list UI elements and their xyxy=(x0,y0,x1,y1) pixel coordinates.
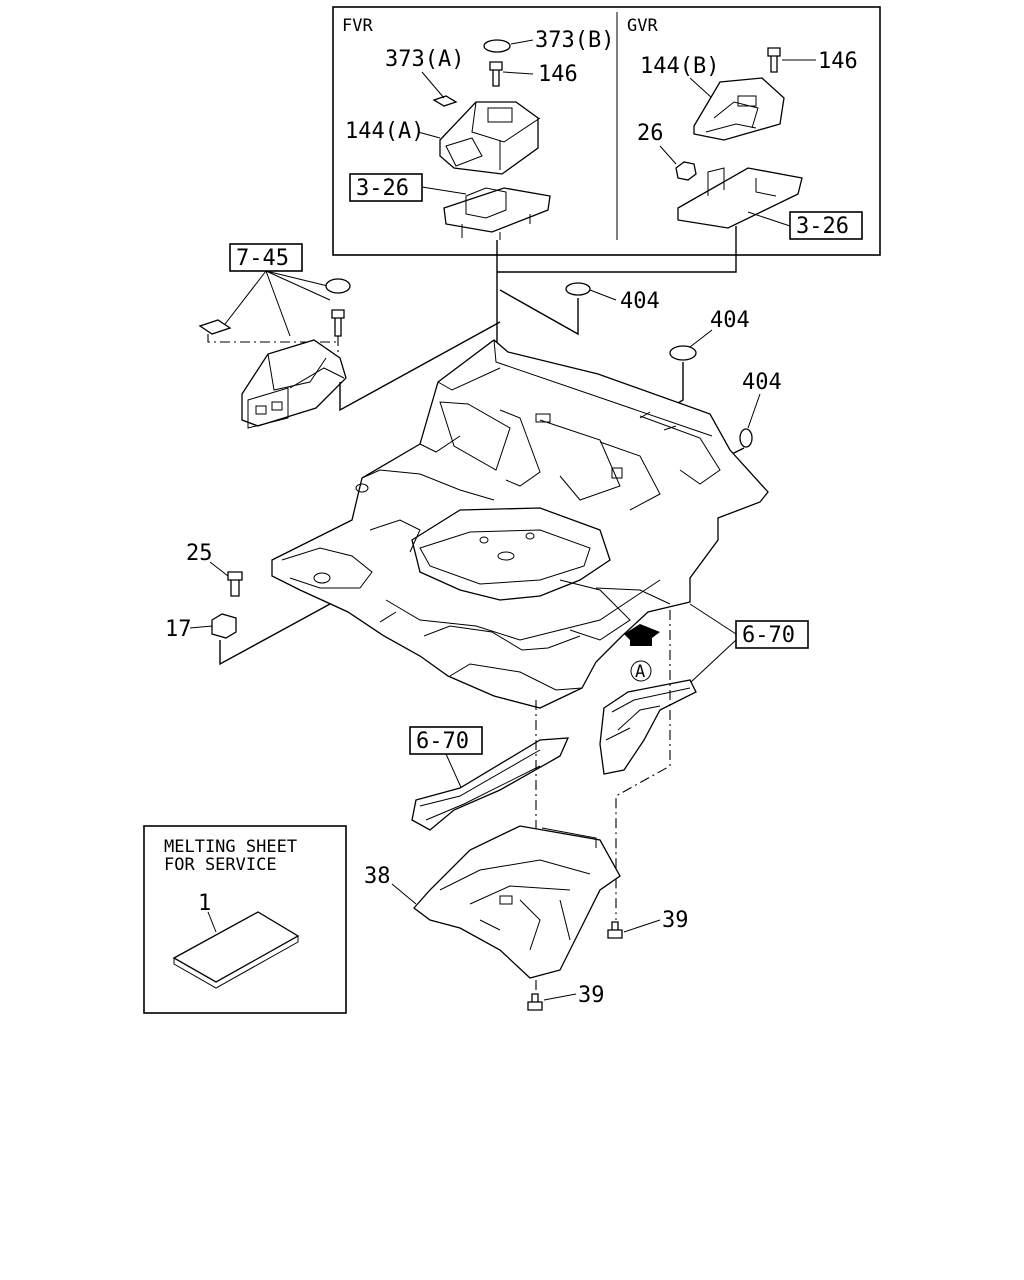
part-1-melting-sheet xyxy=(172,911,300,983)
part-146-bolt-left xyxy=(489,61,503,87)
melting-sheet-box: MELTING SHEET FOR SERVICE 1 xyxy=(143,825,347,1014)
part-shift-bracket-right xyxy=(677,167,803,229)
part-39-clip-bottom xyxy=(527,993,543,1011)
leader-17-to-floor xyxy=(219,603,331,666)
ref-box-3-26-right xyxy=(789,211,863,240)
part-144b-cover xyxy=(693,77,785,141)
part-shift-bracket-left xyxy=(443,187,551,240)
label-17: 17 xyxy=(165,617,192,642)
part-373a-cap xyxy=(432,95,458,107)
part-404-grommet-c xyxy=(739,428,753,448)
service-box-line1: MELTING SHEET xyxy=(164,837,297,857)
label-38: 38 xyxy=(364,864,391,889)
part-26-nut xyxy=(675,161,697,181)
part-404-grommet-a xyxy=(565,282,591,296)
view-marker-label: A xyxy=(635,662,645,682)
label-373b: 373(B) xyxy=(535,28,614,53)
part-7-45-bolt xyxy=(331,309,345,337)
part-404-grommet-b xyxy=(669,345,697,361)
part-373b-cap xyxy=(483,39,511,53)
part-39-clip-right xyxy=(607,921,623,939)
part-7-45-cap xyxy=(325,278,351,294)
ref-box-6-70-right xyxy=(735,620,809,649)
fvr-heading: FVR xyxy=(342,16,373,36)
label-39-right: 39 xyxy=(662,908,689,933)
label-25: 25 xyxy=(186,541,213,566)
floor-panel-assembly xyxy=(271,339,769,709)
service-box-line2: FOR SERVICE xyxy=(164,855,277,875)
ref-3-26-right: 3-26 xyxy=(796,214,849,239)
label-146-left: 146 xyxy=(538,62,578,87)
view-marker-circle xyxy=(630,660,652,682)
label-404-a: 404 xyxy=(620,289,660,314)
label-146-right: 146 xyxy=(818,49,858,74)
part-25-bolt xyxy=(227,571,243,597)
label-373a: 373(A) xyxy=(385,47,464,72)
part-7-45-clip xyxy=(198,319,232,335)
label-144b: 144(B) xyxy=(640,54,719,79)
leader-404-a xyxy=(499,289,579,336)
label-26: 26 xyxy=(637,121,664,146)
view-arrow-icon xyxy=(624,624,660,646)
part-6-70-side-member-right xyxy=(599,679,697,775)
ref-3-26-left: 3-26 xyxy=(356,176,409,201)
ref-7-45: 7-45 xyxy=(236,246,289,271)
inset-frame xyxy=(332,6,881,256)
ref-6-70-right: 6-70 xyxy=(742,623,795,648)
label-144a: 144(A) xyxy=(345,119,424,144)
leader-gvr-to-floor xyxy=(497,226,737,273)
label-404-b: 404 xyxy=(710,308,750,333)
label-404-c: 404 xyxy=(742,370,782,395)
variant-inset: FVR GVR 373(B) 373(A) 146 144(A) 3-26 xyxy=(332,6,881,256)
leader-7-45-to-floor xyxy=(339,321,501,412)
part-38-under-cover xyxy=(413,825,621,979)
ref-6-70-left: 6-70 xyxy=(416,729,469,754)
part-144a-cover xyxy=(439,101,541,175)
part-7-45-console xyxy=(241,339,347,429)
part-146-bolt-right xyxy=(767,47,781,73)
label-1: 1 xyxy=(198,891,211,916)
label-39-bottom: 39 xyxy=(578,983,605,1008)
service-box-frame xyxy=(143,825,347,1014)
gvr-heading: GVR xyxy=(627,16,658,36)
part-6-70-side-member-left xyxy=(411,737,570,831)
leader-floor-to-39-right xyxy=(615,610,671,920)
part-17-bracket xyxy=(211,613,237,639)
